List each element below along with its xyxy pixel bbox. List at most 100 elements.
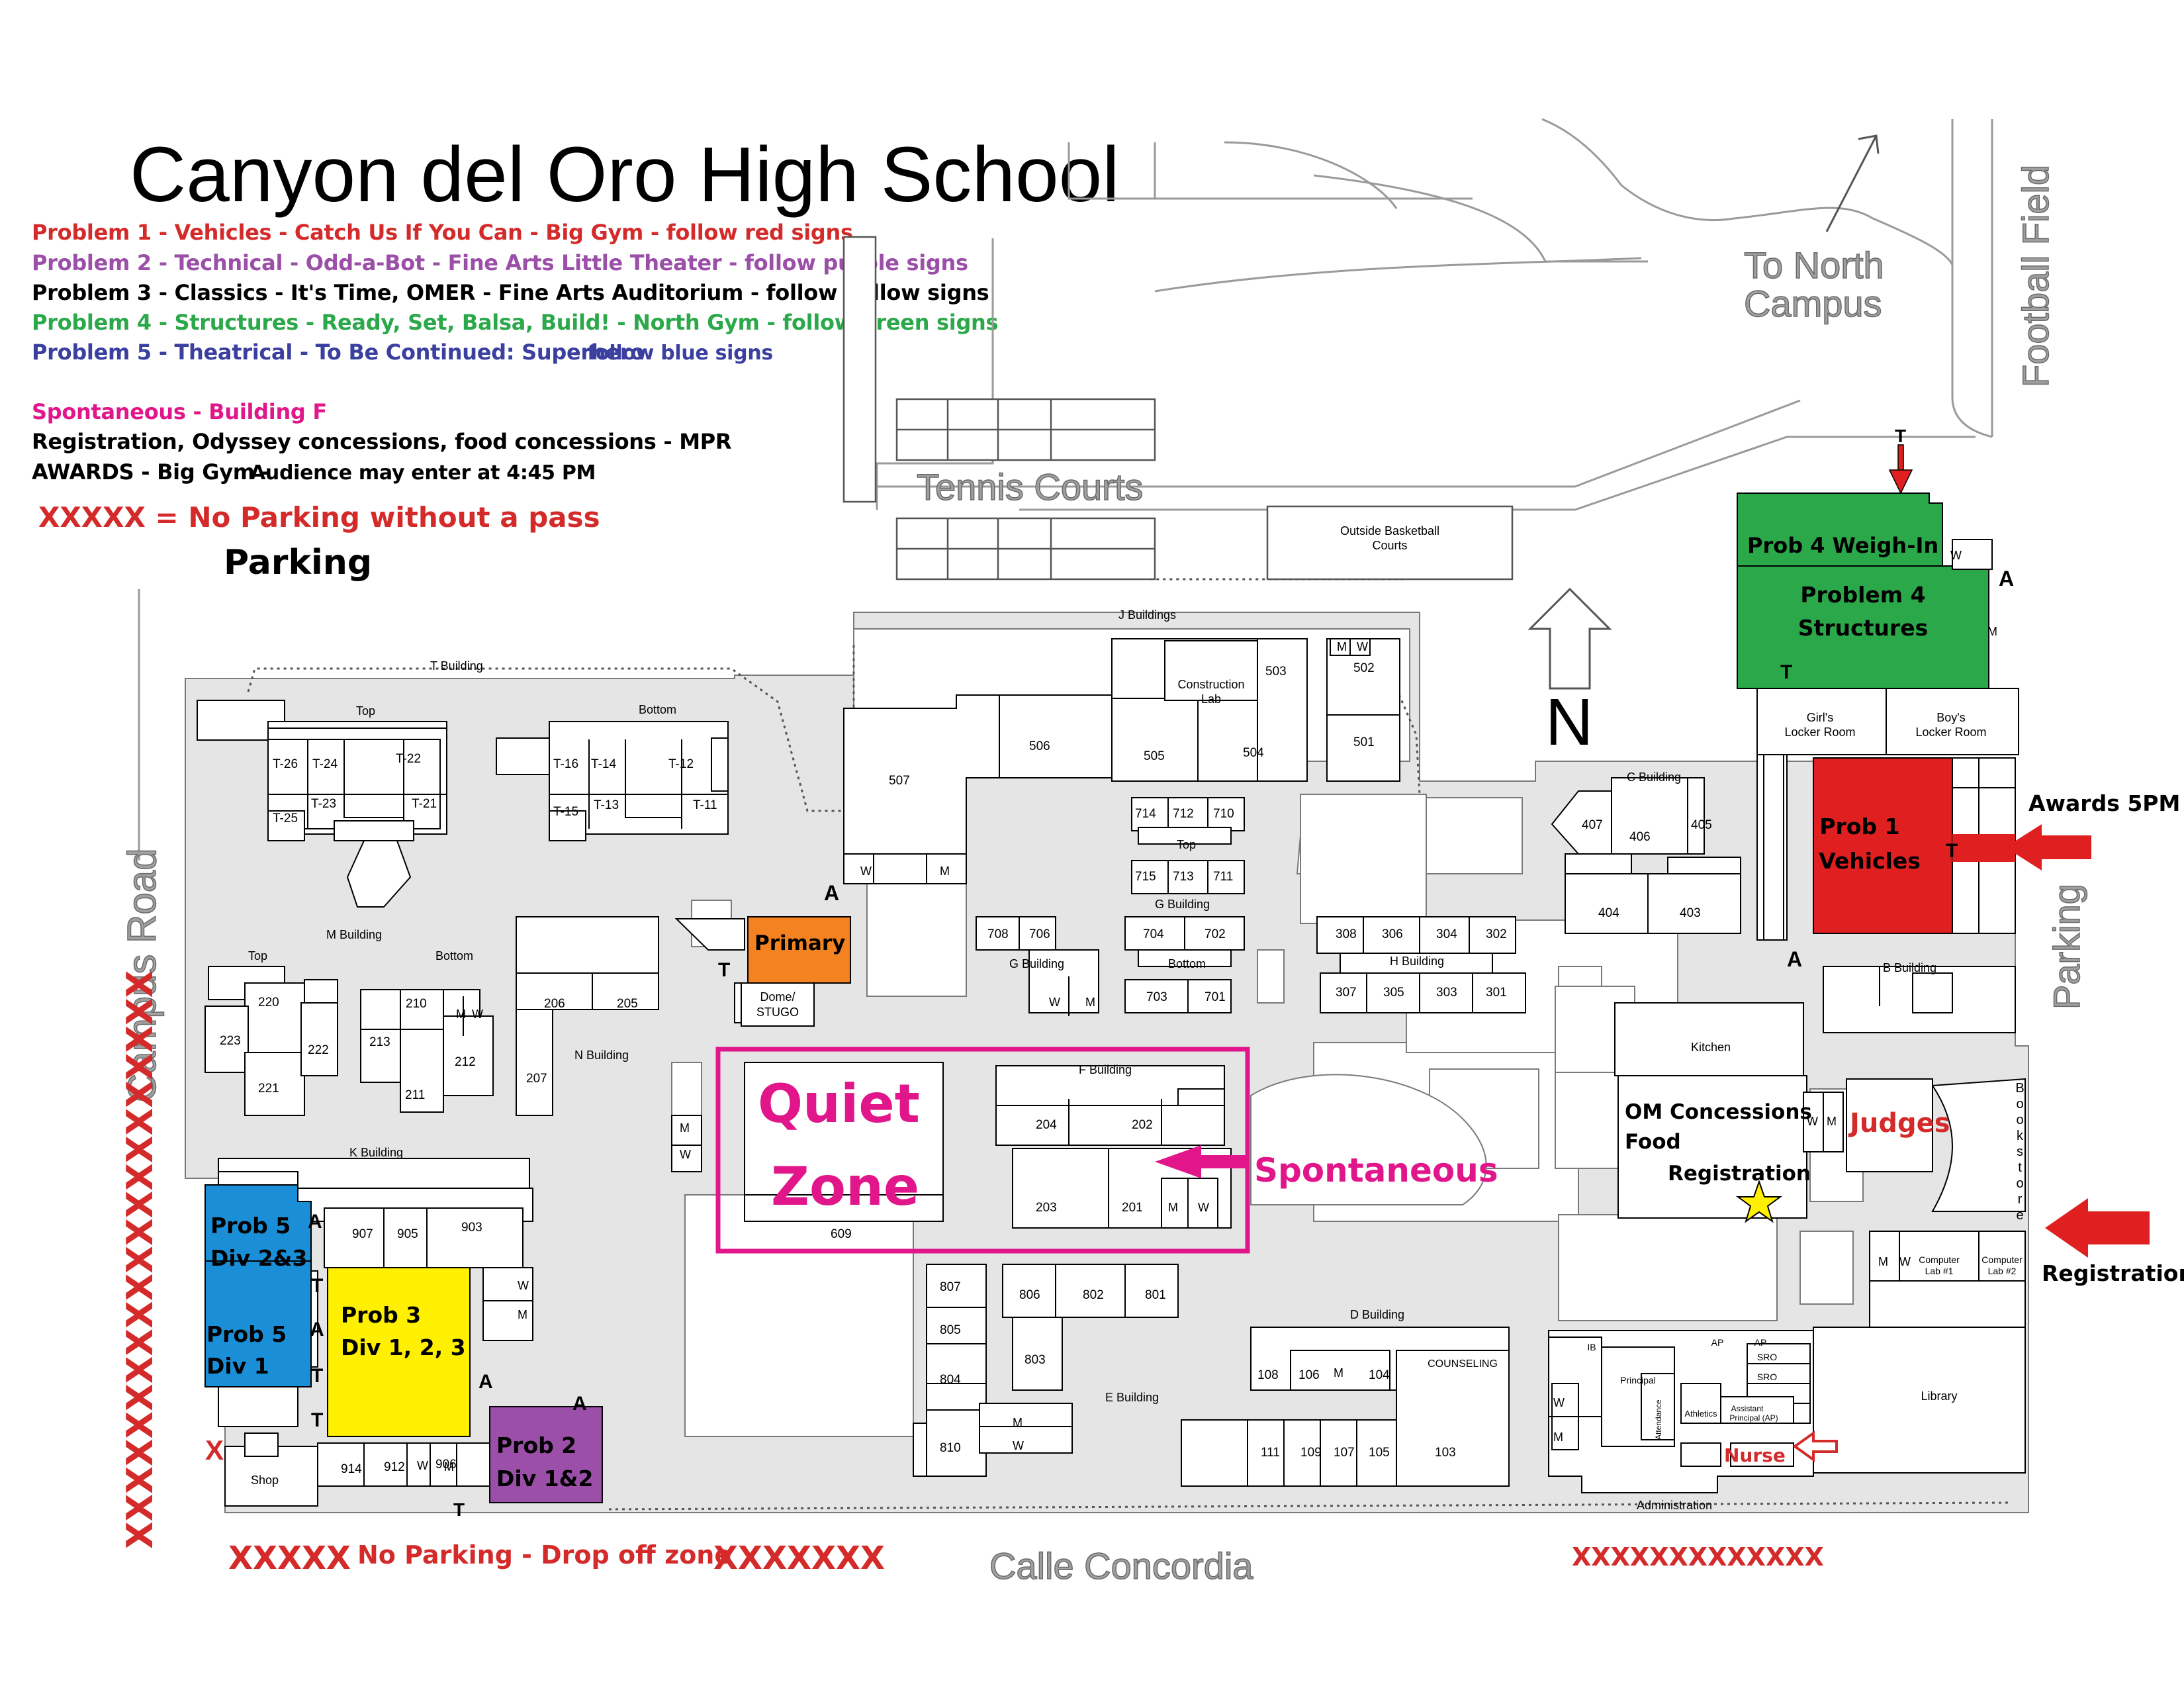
entrance-a-marker: A — [310, 1319, 324, 1340]
legend-awards: AWARDS - Big Gym - — [32, 459, 271, 485]
room-number: 507 — [889, 774, 910, 788]
room-number: T-26 — [273, 757, 298, 771]
womens-restroom-icon: W — [860, 865, 872, 878]
room-number: T-25 — [273, 812, 298, 825]
room-number: 204 — [1036, 1118, 1057, 1132]
room-number: 407 — [1582, 818, 1603, 832]
prob-5-div-2-3-label-2: Div 2&3 — [210, 1245, 307, 1271]
parking-right-label: Parking — [2046, 884, 2087, 1009]
campus-road-label: Campus Road — [120, 848, 164, 1102]
d-building-label: D Building — [1350, 1308, 1404, 1321]
no-parking-x-bottom-mid: XXXXXXX — [713, 1540, 885, 1577]
room-number: 109 — [1300, 1446, 1322, 1460]
room-number: 404 — [1598, 906, 1619, 920]
sro-label-1: SRO — [1757, 1352, 1777, 1362]
assistant-principal-label: Assistant — [1731, 1404, 1764, 1413]
problem-zones — [205, 492, 2015, 1503]
room-number: 802 — [1083, 1288, 1104, 1302]
food-label: Food — [1625, 1130, 1681, 1154]
shop-label: Shop — [251, 1474, 279, 1487]
womens-restroom-icon: W — [1950, 549, 1962, 562]
computer-lab-2-label: Computer — [1981, 1254, 2023, 1265]
room-number: 906 — [435, 1458, 457, 1472]
entrance-a-marker: A — [1787, 947, 1802, 971]
restroom-t-marker: T — [1895, 426, 1906, 446]
room-number: 202 — [1132, 1118, 1153, 1132]
room-number: 501 — [1353, 735, 1375, 749]
room-number: T-23 — [311, 797, 336, 811]
prob-2-label: Prob 2 — [496, 1432, 576, 1458]
room-number: 221 — [258, 1082, 279, 1096]
outside-basketball-label-2: Courts — [1372, 539, 1407, 552]
dome-label: Dome/ — [760, 990, 795, 1004]
f-building-label: F Building — [1079, 1063, 1132, 1076]
k-building-label: K Building — [349, 1146, 403, 1159]
room-number: 702 — [1205, 927, 1226, 941]
open-courtyards — [671, 628, 1864, 1437]
t-building-label: T Building — [430, 659, 483, 673]
quiet-label: Quiet — [758, 1073, 920, 1135]
g-building-label: G Building — [1155, 898, 1210, 911]
legend-problem-3: Problem 3 - Classics - It's Time, OMER -… — [32, 280, 989, 305]
room-number: 505 — [1144, 749, 1165, 763]
legend-awards-note: Audience may enter at 4:45 PM — [250, 461, 596, 485]
restroom-t-marker: T — [311, 1365, 323, 1387]
construction-lab-label-2: Lab — [1201, 692, 1221, 706]
room-number: 107 — [1334, 1446, 1355, 1460]
nurse-label: Nurse — [1724, 1444, 1786, 1466]
boys-locker-label: Boy's — [1936, 711, 1965, 724]
room-number: 807 — [940, 1280, 961, 1294]
entrance-a-marker: A — [308, 1211, 322, 1233]
room-number: 714 — [1135, 807, 1156, 821]
room-number: 406 — [1629, 830, 1651, 844]
no-parking-drop-off-label: No Parking - Drop off zone — [357, 1540, 731, 1570]
room-number: T-12 — [668, 757, 694, 771]
room-number: T-24 — [312, 757, 338, 771]
bookstore-letter: k — [2017, 1129, 2024, 1143]
bottom-label-m: Bottom — [435, 949, 473, 962]
room-number: 715 — [1135, 870, 1156, 884]
calle-concordia-label: Calle Concordia — [989, 1545, 1253, 1587]
football-field-label: Football Field — [2015, 165, 2056, 387]
bottom-label-g: Bottom — [1168, 957, 1206, 970]
room-number: T-22 — [396, 752, 421, 766]
prob-2-div-label: Div 1&2 — [496, 1466, 593, 1491]
entrance-a-marker: A — [1999, 567, 2014, 590]
room-number: 905 — [397, 1227, 418, 1241]
stugo-label: STUGO — [756, 1006, 799, 1019]
construction-lab-label: Construction — [1177, 678, 1244, 691]
room-number: 212 — [455, 1055, 476, 1069]
room-number: 223 — [220, 1034, 241, 1048]
room-number: 302 — [1486, 927, 1507, 941]
primary-zone — [747, 916, 851, 984]
room-number: 803 — [1024, 1353, 1046, 1367]
room-number: 903 — [461, 1221, 482, 1235]
administration-label: Administration — [1637, 1499, 1712, 1512]
room-number: 308 — [1336, 927, 1357, 941]
tennis-courts — [842, 236, 1514, 581]
om-concessions-label: OM Concessions — [1625, 1100, 1812, 1124]
bookstore-letter: o — [2016, 1176, 2023, 1191]
room-number: 207 — [526, 1072, 547, 1086]
womens-restroom-icon: W — [1899, 1255, 1911, 1268]
b-building-label: B Building — [1883, 961, 1936, 974]
principal-label: Principal — [1620, 1375, 1656, 1385]
room-number: T-15 — [553, 805, 578, 819]
primary-label: Primary — [754, 931, 845, 955]
mens-restroom-icon: M — [1085, 996, 1095, 1009]
spontaneous-label: Spontaneous — [1254, 1151, 1498, 1190]
bookstore-letter: B — [2015, 1081, 2024, 1096]
bookstore-letter: o — [2016, 1113, 2023, 1127]
awards-5pm-label: Awards 5PM — [2028, 790, 2180, 816]
room-number: 912 — [384, 1460, 405, 1474]
top-label-m: Top — [248, 949, 267, 962]
room-number: 713 — [1173, 870, 1194, 884]
entrance-a-marker: A — [572, 1393, 587, 1415]
boys-locker-label-2: Locker Room — [1915, 726, 1986, 739]
room-number: 403 — [1680, 906, 1701, 920]
room-number: 609 — [831, 1227, 852, 1241]
top-label-t1: Top — [356, 704, 375, 718]
room-number: 806 — [1019, 1288, 1040, 1302]
